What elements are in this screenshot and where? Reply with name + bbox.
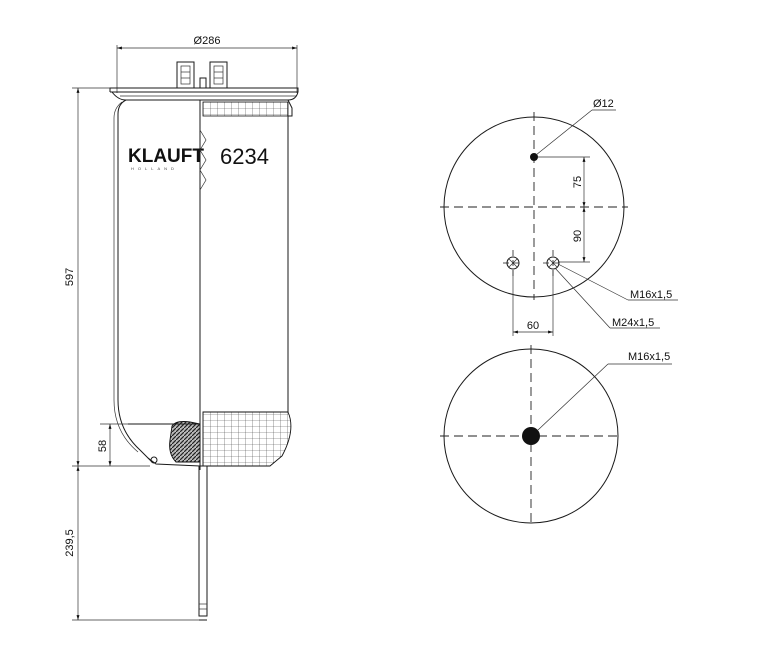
- top-view: Ø12 75 90 60 M16x1,5: [440, 98, 678, 336]
- brand-subtitle: HOLLAND: [131, 166, 178, 171]
- height-dimensions: 597 58 239,5: [64, 87, 199, 621]
- hole-leader: [535, 109, 593, 156]
- dim-60-label: 60: [527, 320, 539, 332]
- top-plate: [109, 87, 299, 101]
- base-height-label: 58: [97, 440, 109, 452]
- diameter-label: Ø286: [194, 35, 221, 47]
- stud-length-label: 239,5: [64, 529, 76, 557]
- bellow-branding: KLAUFT HOLLAND 6234: [128, 129, 269, 191]
- dim-90-label: 90: [572, 230, 584, 242]
- bottom-stud: [198, 465, 208, 621]
- piston-left: [100, 421, 201, 467]
- bottom-view: M16x1,5: [440, 345, 672, 527]
- thread2-leader: [554, 267, 611, 329]
- diameter-dimension: Ø286: [116, 35, 298, 93]
- side-view: Ø286: [64, 35, 299, 621]
- thread2-label: M24x1,5: [612, 317, 654, 329]
- bellow-left-half: [113, 99, 201, 470]
- bottom-thread-leader: [537, 363, 609, 431]
- hole-label: Ø12: [593, 98, 614, 110]
- dim-75-label: 75: [572, 176, 584, 188]
- bellow-right-half: [202, 99, 293, 467]
- bottom-stud-hole: [522, 427, 540, 445]
- bottom-thread-label: M16x1,5: [628, 351, 670, 363]
- part-number: 6234: [220, 144, 269, 169]
- thread1-label: M16x1,5: [630, 289, 672, 301]
- height-label: 597: [64, 268, 76, 286]
- top-studs: [176, 61, 228, 89]
- brand-logo: KLAUFT: [128, 146, 204, 167]
- thread1-leader: [557, 263, 629, 301]
